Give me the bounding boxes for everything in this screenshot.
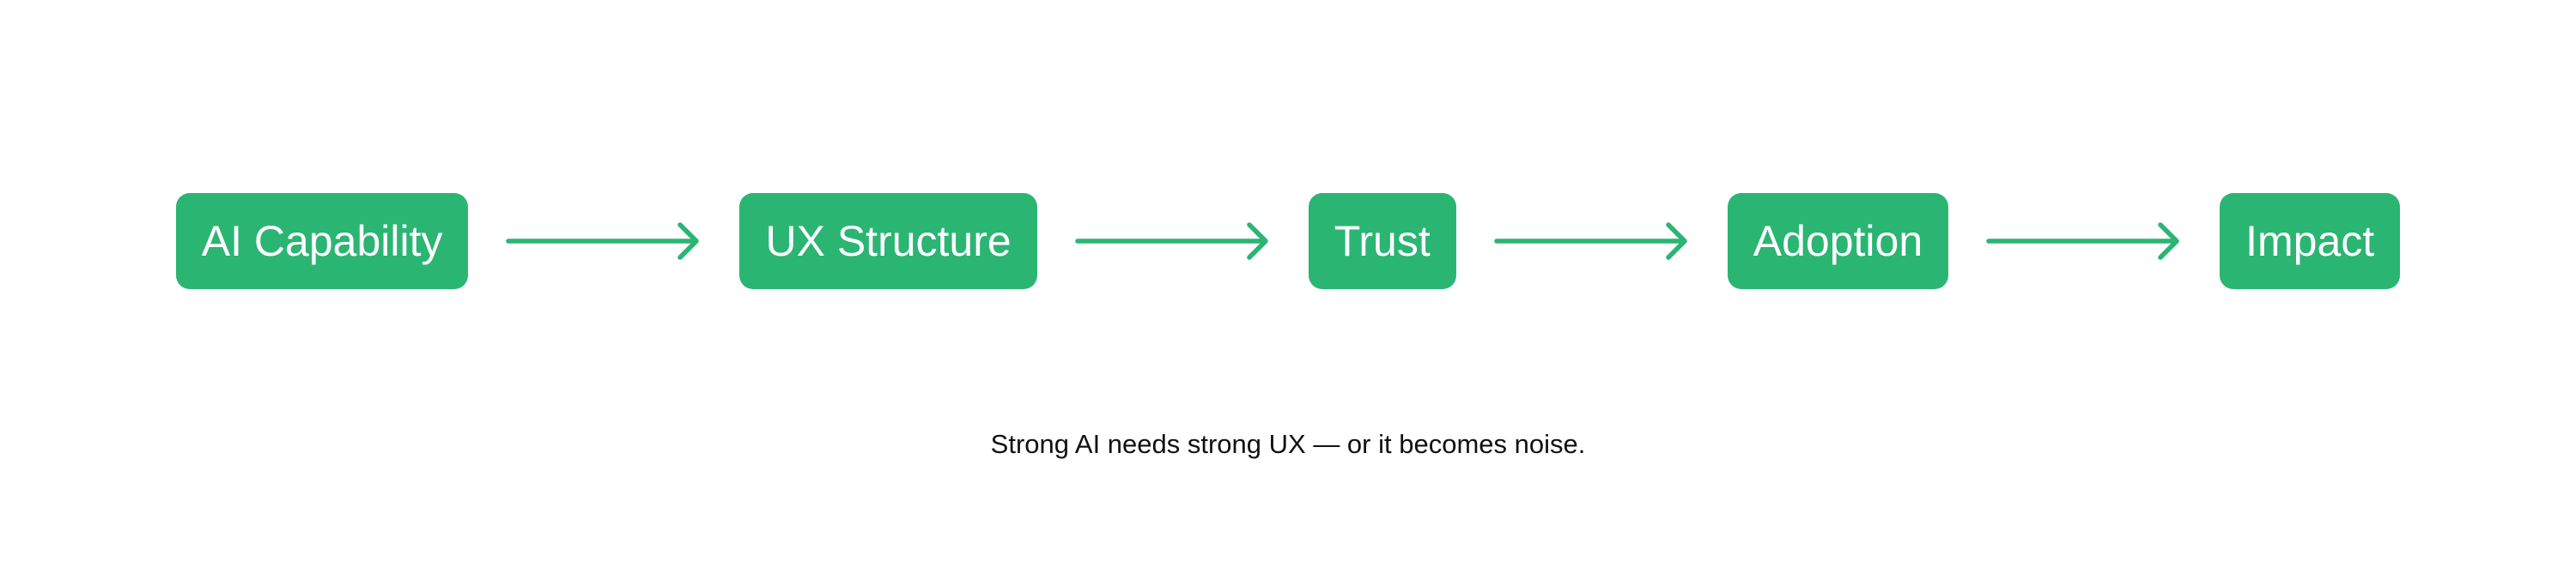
caption-text: Strong AI needs strong UX — or it become… <box>990 429 1586 459</box>
arrow-right-icon <box>506 222 700 260</box>
flow-row: AI Capability UX Structure Trust Adoptio… <box>0 193 2576 289</box>
arrow-right-icon <box>1074 222 1268 260</box>
flow-node-adoption: Adoption <box>1727 193 1949 289</box>
flow-node-impact: Impact <box>2220 193 2401 289</box>
arrow-right-icon <box>1986 222 2179 260</box>
arrow-right-icon <box>1494 222 1687 260</box>
flow-node-ai-capability: AI Capability <box>175 193 469 289</box>
flow-node-trust: Trust <box>1308 193 1456 289</box>
flow-node-ux-structure: UX Structure <box>739 193 1037 289</box>
